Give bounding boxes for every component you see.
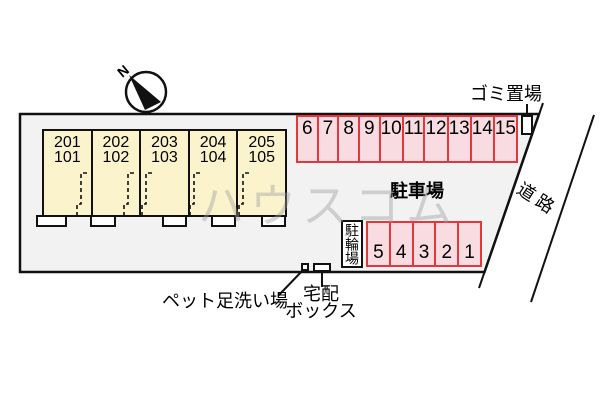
- unit-lower-number: 102: [102, 149, 130, 166]
- porch: [162, 215, 187, 227]
- parking-stall-8: 8: [337, 115, 360, 163]
- garbage-box: [521, 115, 533, 135]
- parking-stall-12: 12: [423, 115, 449, 163]
- stall-number: 10: [380, 118, 402, 139]
- stall-number: 6: [302, 118, 313, 139]
- parking-row-top: 6 7 8 9 10 11 12 13 14 15: [296, 115, 518, 163]
- parking-stall-6: 6: [296, 115, 319, 163]
- pet-wash-box: [301, 263, 309, 271]
- stall-number: 5: [373, 242, 384, 263]
- unit-201-101: 201 101: [44, 131, 91, 215]
- stall-number: 14: [471, 118, 493, 139]
- parking-stall-4: 4: [388, 221, 414, 267]
- stall-number: 12: [425, 118, 447, 139]
- porch: [36, 215, 67, 227]
- unit-upper-number: 202: [102, 134, 130, 151]
- stall-number: 11: [403, 118, 424, 139]
- porch: [211, 215, 236, 227]
- road-right-edge-line: [530, 114, 595, 303]
- pet-wash-label: ペット足洗い場: [162, 291, 288, 311]
- porch: [90, 215, 116, 227]
- unit-lower-number: 104: [199, 149, 227, 166]
- unit-205-105: 205 105: [236, 131, 285, 215]
- stall-number: 1: [464, 242, 475, 263]
- parking-stall-7: 7: [316, 115, 340, 163]
- delivery-box-label-line2: ボックス: [285, 301, 357, 321]
- parking-stall-13: 13: [446, 115, 472, 163]
- unit-upper-number: 205: [248, 134, 276, 151]
- unit-upper-number: 203: [151, 134, 178, 151]
- unit-lower-number: 105: [248, 149, 276, 166]
- parking-stall-5: 5: [366, 221, 391, 267]
- stall-number: 8: [343, 118, 354, 139]
- parking-stall-15: 15: [492, 115, 518, 163]
- stall-number: 13: [448, 118, 470, 139]
- compass-icon: [124, 70, 168, 114]
- stall-number: 4: [395, 242, 407, 263]
- unit-204-104: 204 104: [187, 131, 237, 215]
- parking-stall-2: 2: [434, 221, 460, 267]
- parking-stall-10: 10: [378, 115, 404, 163]
- parking-row-bottom: 5 4 3 2 1: [366, 221, 482, 267]
- stall-number: 2: [441, 242, 453, 263]
- parking-area-label: 駐車場: [390, 181, 444, 201]
- unit-lower-number: 101: [53, 149, 81, 166]
- porch: [261, 215, 286, 227]
- parking-stall-14: 14: [469, 115, 495, 163]
- parking-stall-1: 1: [457, 221, 482, 267]
- delivery-box: [313, 263, 331, 272]
- pet-wash-connector-line: [277, 268, 305, 297]
- delivery-box-label-line1: 宅配: [303, 284, 339, 304]
- parking-stall-3: 3: [411, 221, 437, 267]
- stall-number: 9: [363, 118, 375, 139]
- apartment-building: 201 101 202 102 203 103 204 104 205 105: [42, 129, 287, 217]
- unit-lower-number: 103: [151, 149, 178, 166]
- delivery-box-label: 宅配 ボックス: [285, 284, 357, 321]
- garbage-area-label: ゴミ置場: [470, 84, 542, 104]
- bicycle-parking-label: 駐輪場: [341, 220, 363, 268]
- unit-upper-number: 204: [199, 134, 227, 151]
- unit-upper-number: 201: [53, 134, 81, 151]
- stall-number: 15: [494, 118, 516, 139]
- unit-202-102: 202 102: [90, 131, 140, 215]
- parking-stall-11: 11: [401, 115, 426, 163]
- parking-stall-9: 9: [357, 115, 381, 163]
- unit-203-103: 203 103: [139, 131, 188, 215]
- stall-number: 7: [322, 118, 334, 139]
- stall-number: 3: [418, 242, 430, 263]
